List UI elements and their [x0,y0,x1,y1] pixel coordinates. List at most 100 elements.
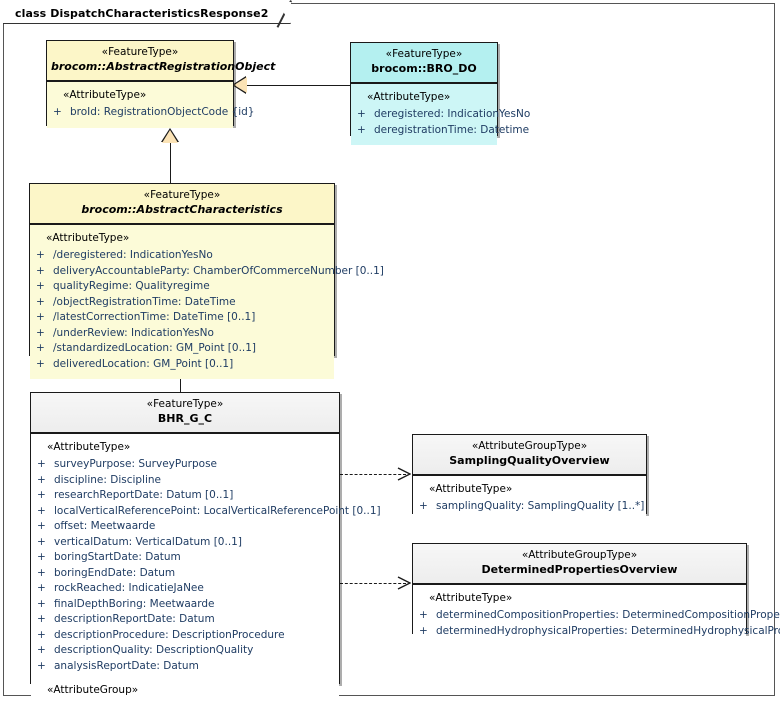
class-name: BHR_G_C [157,412,213,426]
attribute-row: + qualityRegime: Qualityregime [36,279,330,295]
attribute-row: +verticalDatum: VerticalDatum [0..1] [37,535,335,551]
class-name: brocom::AbstractRegistrationObject [51,60,276,74]
attribute-visibility: + [37,597,46,610]
stereotype-label: «AttributeGroupType» [471,440,588,452]
class-header-determined-properties-overview: «AttributeGroupType» DeterminedPropertie… [413,544,746,585]
attribute-row: +/deregistered: IndicationYesNo [36,248,330,264]
attribute-row: + localVerticalReferencePoint: LocalVerti… [37,504,381,520]
connector-bhr-to-abstract-characteristics [180,366,181,393]
connector-abstract-characteristics-to-registration-object [170,141,171,185]
class-box-bhr-g-c[interactable]: «FeatureType» BHR_G_C «AttributeType» +s… [30,392,381,701]
attribute-row: +discipline: Discipline [37,473,335,489]
section-label-attributetype: «AttributeType» [63,88,147,101]
attribute-visibility: + [37,660,46,672]
attribute-signature: qualityRegime: Qualityregime [53,280,210,293]
attribute-row: +rockReached: IndicatieJaNee [37,581,335,597]
class-box-bro-do[interactable]: «FeatureType» brocom::BRO_DO «AttributeT… [350,42,530,146]
attribute-signature: determinedCompositionProperties: Determi… [436,609,780,622]
dependency-arrowhead-sampling-quality [397,467,411,481]
attribute-signature: /objectRegistrationTime: DateTime [53,295,236,308]
attribute-visibility: + [37,520,46,533]
class-body-sampling-quality-overview: «AttributeType» +samplingQuality: Sampli… [413,475,646,522]
attribute-row: +/underReview: IndicationYesNo [36,326,330,342]
generalization-arrowhead-left-bro-do-fill [234,77,247,93]
attribute-visibility: + [36,264,45,277]
attribute-signature: samplingQuality: SamplingQuality [1..*] [436,500,645,513]
attribute-signature: deregistered: IndicationYesNo [374,108,531,121]
attribute-visibility: + [419,624,428,637]
attribute-row: + deregistrationTime: Datetime [357,123,529,139]
diagram-title-tab: class DispatchCharacteristicsResponse2 [3,0,293,28]
class-box-abstract-registration-object[interactable]: «FeatureType» brocom::AbstractRegistrati… [46,40,276,128]
attribute-visibility: + [37,504,46,517]
class-body-bhr-g-c: «AttributeType» +surveyPurpose: SurveyPu… [31,433,381,701]
class-name: brocom::AbstractCharacteristics [81,203,283,217]
attribute-signature: deregistrationTime: Datetime [374,123,530,136]
attribute-visibility: + [357,108,366,121]
attribute-row: + descriptionQuality: DescriptionQuality [37,643,335,659]
attribute-signature: finalDepthBoring: Meetwaarde [54,597,215,610]
attribute-row: +boringStartDate: Datum [37,550,335,566]
diagram-title: class DispatchCharacteristicsResponse2 [15,6,269,20]
attribute-row: + determinedCompositionProperties: Determ… [419,608,780,624]
class-header-bhr-g-c: «FeatureType» BHR_G_C [31,393,339,434]
attribute-row: + analysisReportDate: Datum [37,659,335,675]
attribute-signature: surveyPurpose: SurveyPurpose [54,458,218,471]
attribute-row: +/standardizedLocation: GM_Point [0..1] [36,341,330,357]
attribute-visibility: + [37,644,46,657]
attribute-row: + offset: Meetwaarde [37,519,335,535]
class-name: DeterminedPropertiesOverview [481,563,678,577]
attribute-signature: offset: Meetwaarde [54,520,156,533]
class-body-bro-do: «AttributeType» + deregistered: Indicati… [351,83,530,146]
class-header-bro-do: «FeatureType» brocom::BRO_DO [351,43,497,84]
stereotype-label: «FeatureType» [143,189,221,201]
attribute-signature: boringStartDate: Datum [54,551,181,564]
stereotype-label: «FeatureType» [385,48,463,60]
class-box-determined-properties-overview[interactable]: «AttributeGroupType» DeterminedPropertie… [412,543,780,647]
class-body-determined-properties-overview: «AttributeType» +determinedCompositionPr… [413,584,780,647]
class-header-abstract-characteristics: «FeatureType» brocom::AbstractCharacteri… [30,184,334,225]
section-label-attributetype: «AttributeType» [429,482,513,495]
attribute-row: +/latestCorrectionTime: DateTime [0..1] [36,310,330,326]
attribute-signature: descriptionQuality: DescriptionQuality [54,644,254,657]
attribute-visibility: + [36,280,45,293]
attribute-signature: /standardizedLocation: GM_Point [0..1] [53,342,257,355]
attribute-row: + deregistered: IndicationYesNo [357,107,530,123]
attribute-signature: analysisReportDate: Datum [54,660,199,672]
attribute-visibility: + [37,628,46,641]
dependency-arrowhead-determined-properties [397,576,411,590]
attribute-row: + descriptionProcedure: DescriptionProced… [37,628,335,644]
class-box-abstract-characteristics[interactable]: «FeatureType» brocom::AbstractCharacteri… [29,183,384,380]
attribute-visibility: + [37,535,46,548]
stereotype-label: «FeatureType» [101,46,179,58]
attribute-row: +descriptionReportDate: Datum [37,612,335,628]
attribute-signature: discipline: Discipline [54,473,162,486]
section-label-attributetype: «AttributeType» [367,90,451,103]
attribute-signature: localVerticalReferencePoint: LocalVertic… [54,504,381,517]
stereotype-label: «FeatureType» [146,398,224,410]
attribute-row: + finalDepthBoring: Meetwaarde [37,597,335,613]
class-box-sampling-quality-overview[interactable]: «AttributeGroupType» SamplingQualityOver… [412,434,647,522]
class-body-abstract-registration-object: «AttributeType» + broId: RegistrationObj… [47,81,255,128]
attribute-signature: deliveryAccountableParty: ChamberOfComme… [53,264,384,277]
section-label-attributegroup: «AttributeGroup» [47,683,139,696]
attribute-row: + deliveredLocation: GM_Point [0..1] [36,357,330,373]
attribute-visibility: + [37,613,46,626]
connector-bro-do-to-abstract-registration-object [246,85,350,86]
attribute-row: + determinedHydrophysicalProperties: Dete… [419,624,780,640]
attribute-visibility: + [419,609,428,622]
attribute-row: + deliveryAccountableParty: ChamberOfComm… [36,264,384,280]
class-name: brocom::BRO_DO [371,62,477,76]
attribute-signature: deliveredLocation: GM_Point [0..1] [53,357,234,370]
attribute-visibility: + [37,489,46,502]
attribute-signature: /deregistered: IndicationYesNo [53,249,213,262]
connector-bhr-to-determined-properties-overview [340,583,406,584]
section-label-attributetype: «AttributeType» [46,231,130,244]
attribute-visibility: + [36,295,45,308]
class-body-abstract-characteristics: «AttributeType» +/deregistered: Indicati… [30,224,384,380]
attribute-row: +boringEndDate: Datum [37,566,335,582]
attribute-signature: descriptionProcedure: DescriptionProcedu… [54,628,285,641]
attribute-signature: determinedHydrophysicalProperties: Deter… [436,624,780,637]
attribute-visibility: + [36,357,45,370]
